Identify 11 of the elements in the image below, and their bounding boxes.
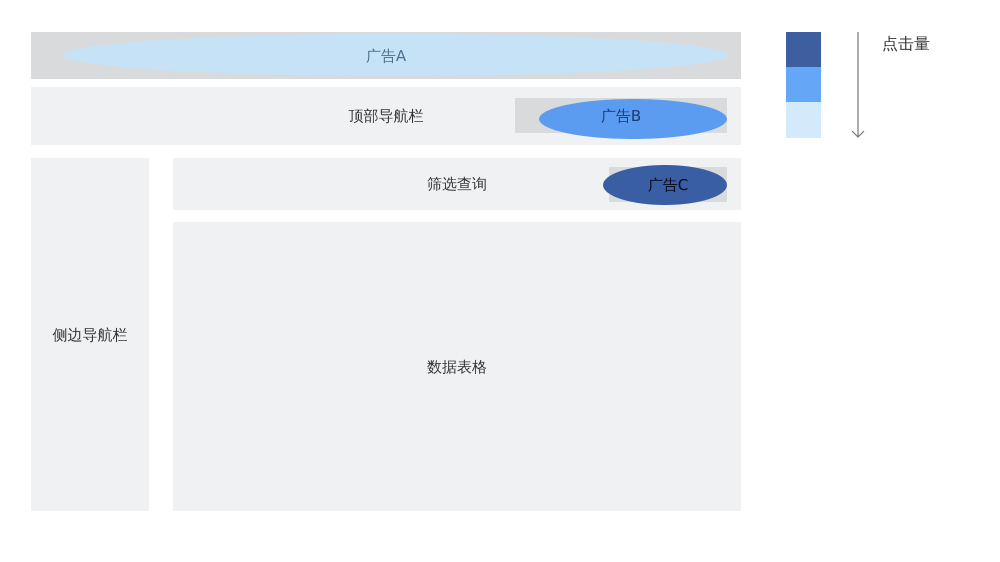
nav-label: 顶部导航栏 — [348, 107, 424, 125]
filter-label: 筛选查询 — [427, 175, 487, 193]
table-label: 数据表格 — [427, 358, 487, 376]
scale-label: 点击量 — [882, 34, 930, 54]
nav-bar — [31, 87, 741, 145]
ad-slot — [31, 32, 741, 79]
nav-label: 侧边导航栏 — [52, 326, 128, 344]
ad-label: 广告B — [600, 106, 642, 124]
filter-bar — [173, 158, 741, 210]
ad-label: 广告C — [648, 176, 688, 194]
ad-label: 广告A — [366, 46, 406, 64]
